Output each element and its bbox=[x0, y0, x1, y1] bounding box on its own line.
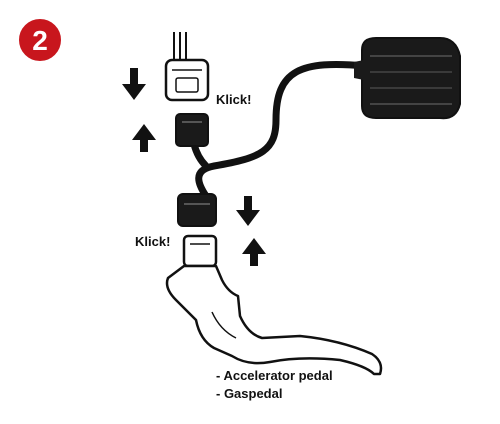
klick-label-bottom: Klick! bbox=[135, 234, 170, 249]
arrow-up-icon bbox=[132, 124, 156, 152]
harness-connector-top bbox=[175, 113, 209, 147]
vehicle-plug-top bbox=[164, 32, 210, 102]
harness-connector-bottom bbox=[177, 193, 217, 227]
step-number: 2 bbox=[32, 25, 48, 56]
klick-label-top: Klick! bbox=[216, 92, 251, 107]
accelerator-pedal bbox=[165, 264, 383, 376]
pedal-label-german: - Gaspedal bbox=[216, 386, 282, 401]
control-module bbox=[354, 37, 461, 120]
pedal-plug bbox=[182, 234, 218, 268]
step-badge: 2 bbox=[17, 17, 63, 63]
arrow-down-icon bbox=[236, 196, 260, 226]
pedal-label-english: - Accelerator pedal bbox=[216, 368, 333, 383]
module-cable bbox=[195, 60, 370, 200]
arrow-down-icon bbox=[122, 68, 146, 100]
arrow-up-icon bbox=[242, 238, 266, 266]
harness-branch-top bbox=[190, 140, 210, 170]
